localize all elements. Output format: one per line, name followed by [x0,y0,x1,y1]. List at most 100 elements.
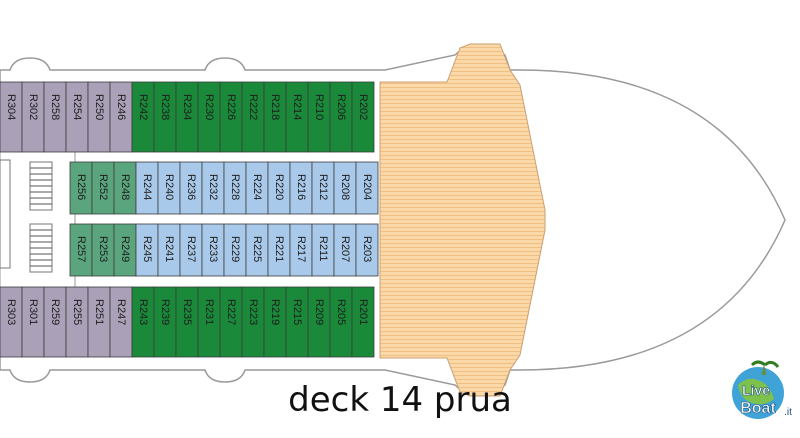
cabin-r232[interactable]: R232 [201,161,225,215]
cabin-number: R229 [229,236,241,262]
cabin-r227[interactable]: R227 [219,286,243,358]
cabin-r222[interactable]: R222 [241,81,265,153]
cabin-r231[interactable]: R231 [197,286,221,358]
cabin-r224[interactable]: R224 [245,161,269,215]
cabin-r237[interactable]: R237 [179,223,203,277]
cabin-number: R220 [273,174,285,200]
cabin-r259[interactable]: R259 [43,286,67,358]
cabin-block [355,223,379,277]
cabin-r212[interactable]: R212 [311,161,335,215]
cabin-r218[interactable]: R218 [263,81,287,153]
cabin-r256[interactable]: R256 [69,161,93,215]
cabin-r304[interactable]: R304 [0,81,23,153]
cabin-r257[interactable]: R257 [69,223,93,277]
cabin-number: R217 [295,236,307,262]
cabin-r220[interactable]: R220 [267,161,291,215]
cabin-r211[interactable]: R211 [311,223,335,277]
cabin-number: R233 [207,236,219,262]
cabin-r301[interactable]: R301 [21,286,45,358]
cabin-r238[interactable]: R238 [153,81,177,153]
cabin-r248[interactable]: R248 [113,161,137,215]
cabin-r236[interactable]: R236 [179,161,203,215]
cabin-r246[interactable]: R246 [109,81,133,153]
cabin-r204[interactable]: R204 [355,161,379,215]
cabin-number: R218 [269,94,281,120]
cabin-number: R243 [137,299,149,325]
cabin-r251[interactable]: R251 [87,286,111,358]
cabin-r205[interactable]: R205 [329,286,353,358]
cabin-r258[interactable]: R258 [43,81,67,153]
cabin-number: R244 [141,174,153,200]
cabin-number: R237 [185,236,197,262]
cabin-r230[interactable]: R230 [197,81,221,153]
cabin-r216[interactable]: R216 [289,161,313,215]
cabin-r241[interactable]: R241 [157,223,181,277]
cabin-r244[interactable]: R244 [135,161,159,215]
cabin-r210[interactable]: R210 [307,81,331,153]
cabin-r225[interactable]: R225 [245,223,269,277]
cabin-number: R252 [97,174,109,200]
cabin-number: R209 [313,299,325,325]
cabin-number: R212 [317,174,329,200]
cabin-number: R231 [203,299,215,325]
cabin-number: R249 [119,236,131,262]
cabin-r215[interactable]: R215 [285,286,309,358]
cabin-number: R215 [291,299,303,325]
cabin-r303[interactable]: R303 [0,286,23,358]
cabin-r245[interactable]: R245 [135,223,159,277]
cabin-r249[interactable]: R249 [113,223,137,277]
cabin-r206[interactable]: R206 [329,81,353,153]
cabin-r243[interactable]: R243 [131,286,155,358]
cabin-number: R242 [137,94,149,120]
cabin-r217[interactable]: R217 [289,223,313,277]
cabin-number: R238 [159,94,171,120]
cabin-r209[interactable]: R209 [307,286,331,358]
cabin-r242[interactable]: R242 [131,81,155,153]
cabin-r202[interactable]: R202 [351,81,375,153]
cabin-r207[interactable]: R207 [333,223,357,277]
cabin-r228[interactable]: R228 [223,161,247,215]
cabin-r252[interactable]: R252 [91,161,115,215]
cabin-number: R201 [357,299,369,325]
cabin-r221[interactable]: R221 [267,223,291,277]
cabin-number: R205 [335,299,347,325]
cabin-r255[interactable]: R255 [65,286,89,358]
cabin-number: R210 [313,94,325,120]
cabin-r223[interactable]: R223 [241,286,265,358]
cabin-r203[interactable]: R203 [355,223,379,277]
cabin-number: R256 [75,174,87,200]
cabin-r254[interactable]: R254 [65,81,89,153]
logo-suffix: .it [784,407,792,418]
cabin-r239[interactable]: R239 [153,286,177,358]
cabin-r302[interactable]: R302 [21,81,45,153]
cabin-r229[interactable]: R229 [223,223,247,277]
bow-deck-wood [379,43,546,397]
cabin-number: R203 [361,236,373,262]
cabin-number: R303 [5,299,17,325]
cabin-r208[interactable]: R208 [333,161,357,215]
cabin-number: R202 [357,94,369,120]
cabin-r250[interactable]: R250 [87,81,111,153]
cabin-r201[interactable]: R201 [351,286,375,358]
liveboat-logo: Live Boat .it [732,360,792,419]
cabin-number: R301 [27,299,39,325]
stairwell-left [0,149,76,289]
logo-word-live: Live [742,382,770,398]
cabin-number: R230 [203,94,215,120]
cabin-number: R207 [339,236,351,262]
cabin-block [351,286,375,358]
cabin-number: R224 [251,174,263,200]
cabin-r234[interactable]: R234 [175,81,199,153]
cabin-r247[interactable]: R247 [109,286,133,358]
cabin-number: R223 [247,299,259,325]
cabin-r214[interactable]: R214 [285,81,309,153]
cabin-r240[interactable]: R240 [157,161,181,215]
cabin-r219[interactable]: R219 [263,286,287,358]
cabin-r235[interactable]: R235 [175,286,199,358]
cabin-r233[interactable]: R233 [201,223,225,277]
cabin-r226[interactable]: R226 [219,81,243,153]
cabin-r253[interactable]: R253 [91,223,115,277]
